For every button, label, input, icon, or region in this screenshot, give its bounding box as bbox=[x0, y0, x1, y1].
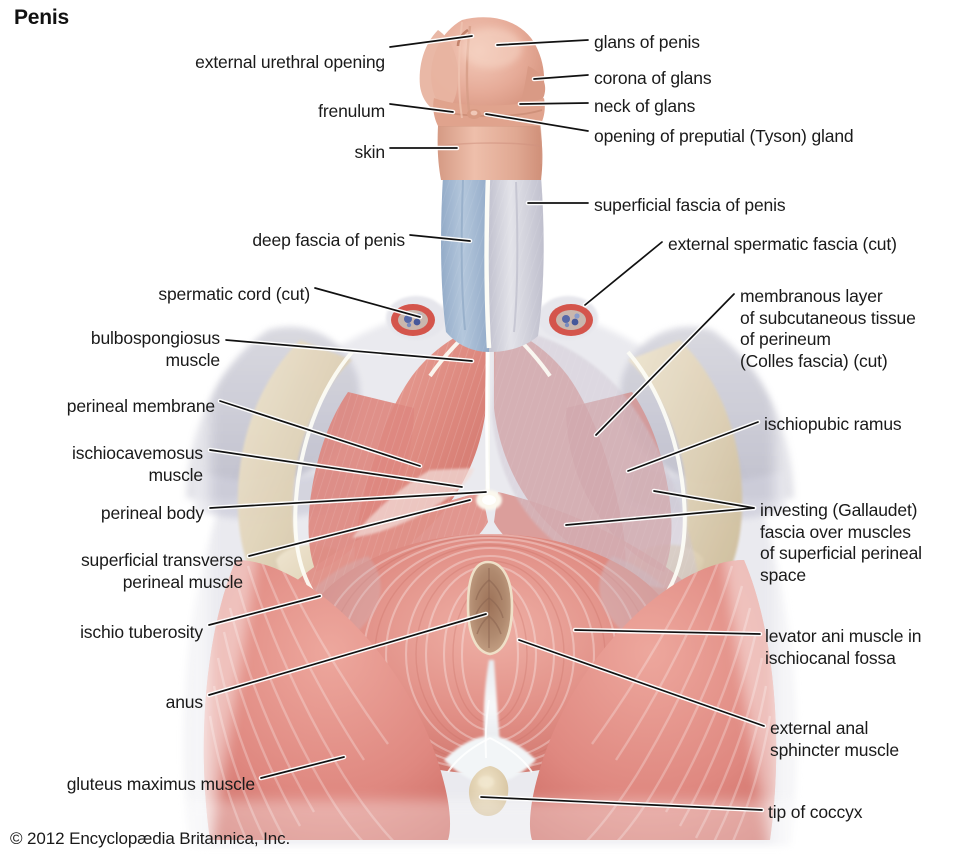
leader-frenulum bbox=[389, 103, 454, 113]
label-superficial-transverse-perineal-muscle: superficial transverse perineal muscle bbox=[80, 550, 243, 592]
copyright-notice: © 2012 Encyclopædia Britannica, Inc. bbox=[10, 829, 291, 848]
leader-colles-fascia bbox=[595, 293, 735, 436]
leader-levator-ani bbox=[574, 629, 761, 635]
superficial-perineal-muscles-right bbox=[492, 326, 702, 602]
spermatic-cord-right bbox=[538, 296, 598, 340]
leader-external-anal-sphincter bbox=[518, 639, 765, 727]
leader-ischiocavernosus bbox=[209, 449, 463, 488]
label-deep-fascia-of-penis: deep fascia of penis bbox=[252, 230, 405, 250]
label-gluteus-maximus-muscle: gluteus maximus muscle bbox=[66, 774, 255, 794]
label-opening-of-preputial-tyson-gland: opening of preputial (Tyson) gland bbox=[594, 126, 854, 146]
label-perineal-body: perineal body bbox=[100, 503, 204, 523]
label-spermatic-cord-cut: spermatic cord (cut) bbox=[158, 284, 310, 304]
page-title: Penis bbox=[14, 6, 70, 29]
leader-bulbospongiosus bbox=[225, 339, 473, 362]
perineal-body-node bbox=[476, 490, 502, 510]
label-perineal-membrane: perineal membrane bbox=[66, 396, 215, 416]
label-investing-gallaudet-fascia: investing (Gallaudet) fascia over muscle… bbox=[760, 500, 922, 585]
leader-ischiopubic-ramus bbox=[627, 421, 759, 472]
label-anus: anus bbox=[165, 692, 204, 712]
leader-perineal-membrane bbox=[219, 400, 421, 467]
label-corona-of-glans: corona of glans bbox=[594, 68, 712, 88]
label-membranous-layer-colles-fascia: membranous layer of subcutaneous tissue … bbox=[740, 286, 916, 371]
leader-gallaudet-2 bbox=[653, 490, 755, 509]
leader-deep-fascia bbox=[409, 234, 471, 242]
label-skin: skin bbox=[354, 142, 385, 162]
label-ischiocavemosus-muscle: ischiocavemosus muscle bbox=[72, 443, 203, 485]
anococcygeal-raphe bbox=[444, 660, 536, 784]
label-neck-of-glans: neck of glans bbox=[594, 96, 696, 116]
label-ischio-tuberosity: ischio tuberosity bbox=[80, 622, 203, 642]
label-glans-of-penis: glans of penis bbox=[594, 32, 700, 52]
label-tip-of-coccyx: tip of coccyx bbox=[768, 802, 863, 822]
label-superficial-fascia-of-penis: superficial fascia of penis bbox=[594, 195, 786, 215]
leader-superficial-transverse bbox=[248, 499, 471, 557]
leader-ischio-tuberosity bbox=[208, 595, 321, 626]
label-external-urethral-opening: external urethral opening bbox=[195, 52, 385, 72]
label-levator-ani-muscle-in-ischiocanal-fossa: levator ani muscle in ischiocanal fossa bbox=[765, 626, 922, 668]
leader-neck-of-glans bbox=[519, 102, 589, 105]
penis-shaft bbox=[441, 175, 544, 352]
leader-external-spermatic-fascia bbox=[584, 241, 663, 306]
label-external-spermatic-fascia-cut: external spermatic fascia (cut) bbox=[668, 234, 897, 254]
leader-external-urethral-opening bbox=[389, 35, 473, 48]
penis-skin bbox=[437, 125, 543, 180]
label-frenulum: frenulum bbox=[318, 101, 385, 121]
leader-glans-of-penis bbox=[496, 39, 589, 46]
leader-anus bbox=[208, 613, 487, 696]
leader-corona-of-glans bbox=[533, 74, 589, 80]
superficial-perineal-muscles-left bbox=[278, 330, 488, 602]
anus bbox=[466, 560, 514, 656]
leader-gluteus-maximus bbox=[260, 756, 345, 779]
leader-tip-of-coccyx bbox=[480, 796, 763, 811]
label-bulbospongiosus-muscle: bulbospongiosus muscle bbox=[90, 328, 220, 370]
label-ischiopubic-ramus: ischiopubic ramus bbox=[764, 414, 902, 434]
label-external-anal-sphincter-muscle: external anal sphincter muscle bbox=[770, 718, 899, 760]
leader-gallaudet-1 bbox=[565, 507, 755, 526]
leader-perineal-body bbox=[209, 491, 487, 509]
leader-spermatic-cord bbox=[314, 287, 421, 318]
leader-lines bbox=[208, 35, 765, 811]
leader-preputial-gland bbox=[485, 113, 589, 132]
